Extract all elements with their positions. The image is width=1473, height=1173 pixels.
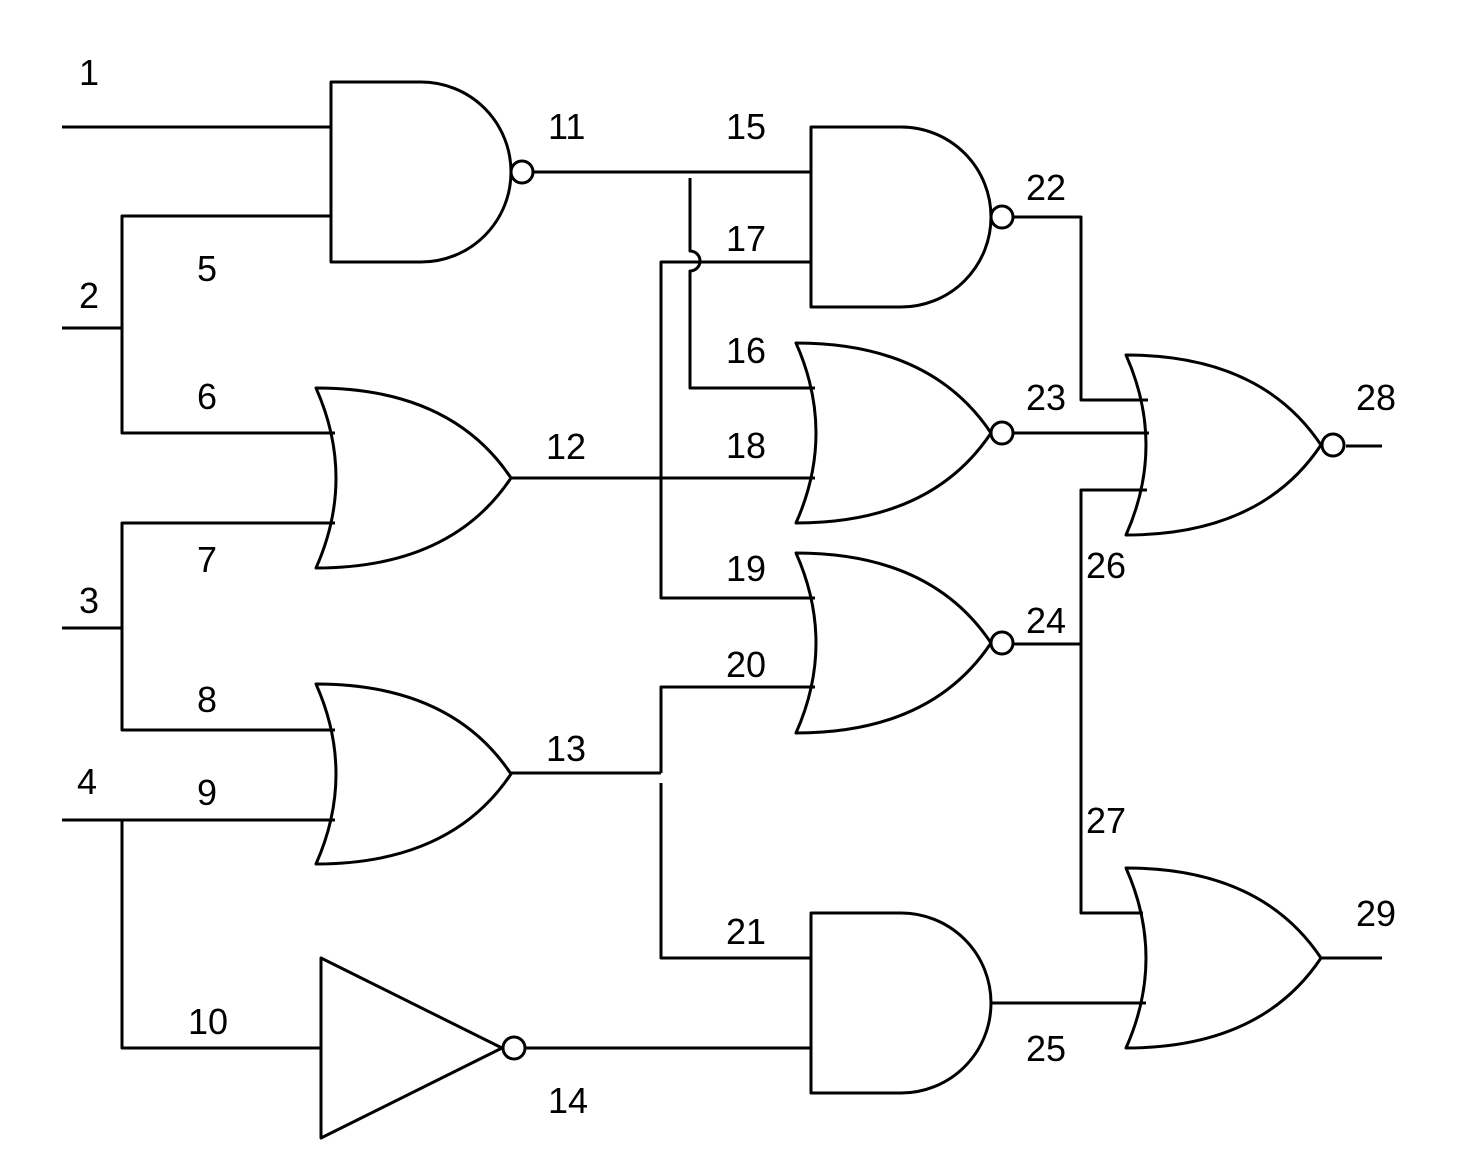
label-net-11: 11 (548, 106, 585, 147)
nor-gate-24 (794, 551, 1015, 735)
or-gate-13 (314, 682, 513, 866)
wire-branch-5 (120, 214, 331, 328)
label-net-1: 1 (79, 52, 99, 93)
label-net-27: 27 (1086, 800, 1126, 841)
wire-branch-7 (120, 521, 335, 628)
label-net-17: 17 (726, 218, 766, 259)
nand-gate-22 (809, 125, 1015, 309)
label-net-19: 19 (726, 548, 766, 589)
wire-branch-6 (120, 328, 335, 435)
label-net-23: 23 (1026, 377, 1066, 418)
label-net-18: 18 (726, 425, 766, 466)
wire-branch-17-19 (659, 260, 815, 600)
label-net-8: 8 (197, 679, 217, 720)
wire-branch-21 (659, 783, 811, 960)
wires (62, 125, 1382, 1050)
label-net-3: 3 (79, 580, 99, 621)
or-gate-29 (1124, 866, 1323, 1050)
nor-gate-23 (794, 341, 1015, 525)
label-net-21: 21 (726, 911, 766, 952)
label-net-14: 14 (548, 1080, 588, 1121)
label-net-22: 22 (1026, 167, 1066, 208)
label-net-4: 4 (77, 761, 97, 802)
nand-gate-11 (329, 80, 535, 264)
label-net-24: 24 (1026, 600, 1066, 641)
label-net-10: 10 (188, 1001, 228, 1042)
wire-branch-20 (659, 685, 815, 773)
wire-branch-26 (1079, 488, 1147, 644)
wire-net-22 (1014, 215, 1148, 402)
label-net-13: 13 (546, 728, 586, 769)
wire-branch-27 (1079, 644, 1143, 915)
wire-branch-10 (120, 820, 321, 1050)
label-net-16: 16 (726, 330, 766, 371)
label-net-7: 7 (197, 539, 217, 580)
label-net-2: 2 (79, 275, 99, 316)
label-net-26: 26 (1086, 545, 1126, 586)
label-net-29: 29 (1356, 893, 1396, 934)
label-net-9: 9 (197, 772, 217, 813)
gates (314, 80, 1346, 1140)
label-net-20: 20 (726, 644, 766, 685)
net-labels: 1 2 3 4 5 6 7 8 9 10 11 12 13 14 15 16 1… (77, 52, 1396, 1121)
and-gate-25 (809, 911, 993, 1095)
label-net-28: 28 (1356, 377, 1396, 418)
label-net-12: 12 (546, 426, 586, 467)
or-gate-12 (314, 386, 513, 570)
wire-branch-8 (120, 628, 335, 732)
label-net-15: 15 (726, 106, 766, 147)
label-net-5: 5 (197, 248, 217, 289)
label-net-25: 25 (1026, 1028, 1066, 1069)
label-net-6: 6 (197, 376, 217, 417)
nor-gate-28 (1124, 353, 1346, 537)
not-gate-14 (319, 956, 527, 1140)
